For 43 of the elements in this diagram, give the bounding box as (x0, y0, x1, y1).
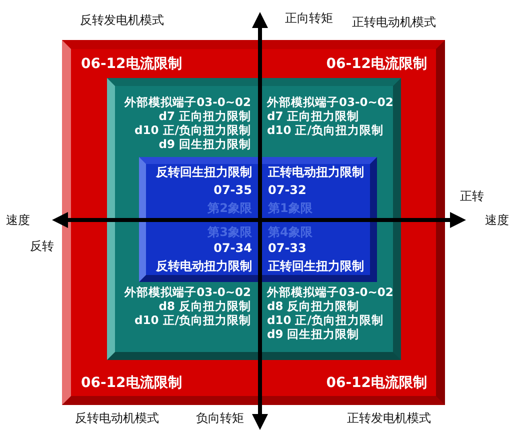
panel-label: d9 回生扭力限制 (267, 327, 360, 341)
axis-label: 正转 (460, 188, 484, 205)
panel-label: 正转回生扭力限制 (268, 258, 364, 274)
panel-label: d10 正/负向扭力限制 (134, 123, 251, 137)
panel-label: 外部模拟端子03-0~02 (267, 95, 394, 109)
current-limit-panel (62, 40, 445, 405)
torque-limit-panel (107, 78, 401, 360)
axis-label: 速度 (485, 212, 509, 229)
panel-label: d7 正向扭力限制 (158, 109, 251, 123)
panel-label: 第2象限 (208, 200, 252, 216)
panel-label: 正转电动扭力限制 (268, 164, 364, 180)
panel-label: 第4象限 (268, 224, 312, 240)
panel-label: 外部模拟端子03-0~02 (124, 285, 251, 299)
panel-label: 07-32 (268, 182, 306, 198)
panel-label: d9 回生扭力限制 (158, 137, 251, 151)
axis-label: 正转电动机模式 (352, 14, 436, 31)
axis-label: 正转发电机模式 (347, 410, 431, 427)
panel-label: d10 正/负向扭力限制 (267, 123, 384, 137)
panel-label: 第3象限 (208, 224, 252, 240)
panel-label: d8 反向扭力限制 (267, 299, 360, 313)
panel-label: 反转回生扭力限制 (156, 164, 252, 180)
axis-label: 反转发电机模式 (80, 12, 164, 29)
panel-label: 反转电动扭力限制 (156, 258, 252, 274)
panel-label: 07-34 (214, 240, 252, 256)
quadrant-panel (139, 157, 377, 282)
panel-label: 06-12电流限制 (326, 375, 427, 391)
panel-label: d10 正/负向扭力限制 (267, 313, 384, 327)
panel-label: 外部模拟端子03-0~02 (267, 285, 394, 299)
panel-label: 07-33 (268, 240, 306, 256)
panel-label: d8 反向扭力限制 (158, 299, 251, 313)
panel-label: 07-35 (214, 182, 252, 198)
panel-label: d7 正向扭力限制 (267, 109, 360, 123)
axis-label: 速度 (6, 212, 30, 229)
panel-label: 06-12电流限制 (81, 375, 182, 391)
axis-label: 负向转矩 (196, 410, 244, 427)
panel-label: 外部模拟端子03-0~02 (124, 95, 251, 109)
axis-label: 反转电动机模式 (75, 410, 159, 427)
panel-label: 06-12电流限制 (81, 56, 182, 72)
axis-label: 正向转矩 (285, 10, 333, 27)
panel-label: 06-12电流限制 (326, 56, 427, 72)
axis-label: 反转 (30, 238, 54, 255)
panel-label: 第1象限 (268, 200, 312, 216)
panel-label: d10 正/负向扭力限制 (134, 313, 251, 327)
